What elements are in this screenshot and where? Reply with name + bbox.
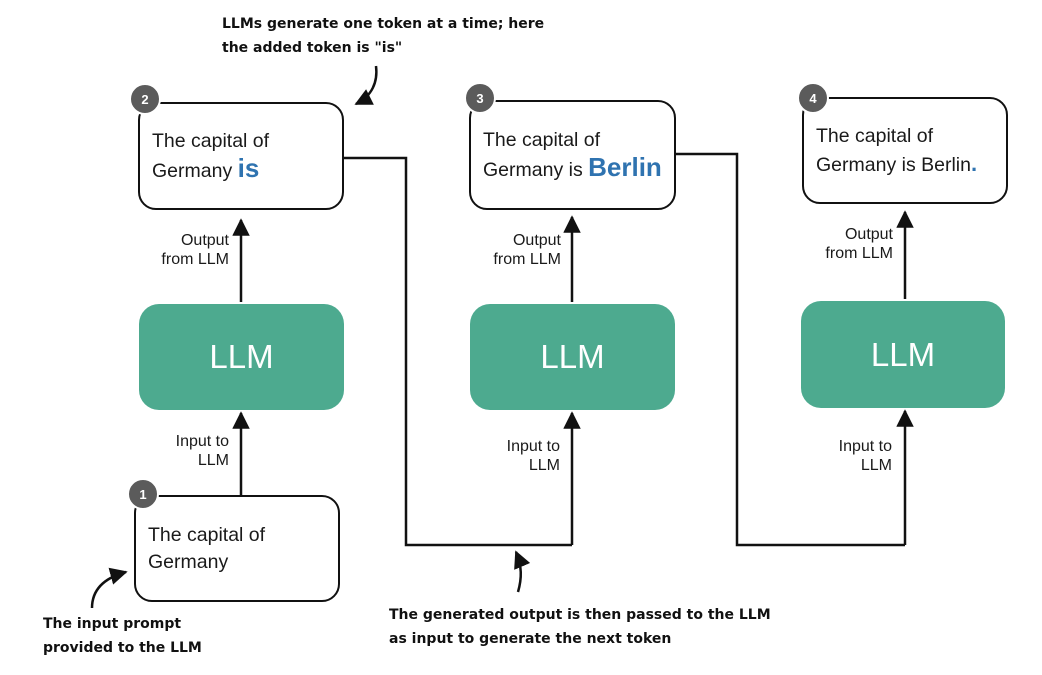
note-bottom-middle-line-2: as input to generate the next token	[389, 631, 672, 647]
feedback-line-3-to-4	[675, 152, 905, 547]
input-label-line-1: Input to	[838, 438, 892, 455]
text-box-step-4: The capital of Germany is Berlin.	[802, 97, 1008, 204]
output-label-2: Output from LLM	[466, 231, 561, 269]
text-line-2: Germany is Berlin	[483, 151, 662, 184]
input-label-line-2: LLM	[860, 457, 892, 474]
text-line-2: Germany is	[152, 152, 330, 185]
output-label-1: Output from LLM	[134, 231, 229, 269]
text-box-prompt: The capital of Germany	[134, 495, 340, 602]
output-label-line-1: Output	[844, 226, 893, 243]
input-label-line-1: Input to	[506, 438, 560, 455]
note-bottom-middle-line-1: The generated output is then passed to t…	[389, 607, 771, 623]
added-token: .	[970, 150, 978, 176]
text-box-step-3: The capital of Germany is Berlin	[469, 100, 676, 210]
note-bottom-middle: The generated output is then passed to t…	[389, 603, 771, 651]
text-line-1: The capital of	[816, 124, 934, 147]
llm-block-1: LLM	[139, 304, 344, 410]
text-line-1: The capital of	[152, 129, 270, 152]
note-top-line-2: the added token is "is"	[222, 40, 403, 56]
llm-block-3: LLM	[801, 301, 1005, 408]
output-label-line-2: from LLM	[493, 251, 561, 268]
added-token: is	[237, 152, 260, 183]
text-line-1: The capital of	[148, 523, 266, 546]
output-label-line-1: Output	[512, 232, 561, 249]
output-label-line-2: from LLM	[825, 245, 893, 262]
feedback-line-2-to-3	[343, 156, 572, 547]
text-line-1: The capital of	[483, 128, 601, 151]
input-label-3: Input to LLM	[802, 437, 892, 475]
output-label-3: Output from LLM	[798, 225, 893, 263]
note-bottom-left-line-1: The input prompt	[43, 616, 182, 632]
input-label-2: Input to LLM	[470, 437, 560, 475]
input-label-1: Input to LLM	[139, 432, 229, 470]
curved-arrow-top-note	[354, 65, 378, 106]
output-label-line-2: from LLM	[161, 251, 229, 268]
note-top: LLMs generate one token at a time; here …	[222, 12, 544, 60]
note-top-line-1: LLMs generate one token at a time; here	[222, 16, 545, 32]
text-box-step-2: The capital of Germany is	[138, 102, 344, 210]
note-bottom-left: The input prompt provided to the LLM	[43, 612, 202, 660]
curved-arrow-left-note	[90, 567, 128, 609]
input-label-line-2: LLM	[528, 457, 560, 474]
curved-arrow-bottom-note	[514, 550, 531, 593]
step-badge-1: 1	[127, 478, 159, 510]
text-prefix: Germany is	[483, 158, 589, 181]
text-prefix: Germany	[152, 159, 238, 182]
text-prefix: Germany is Berlin	[816, 153, 971, 176]
input-label-line-2: LLM	[197, 452, 229, 469]
note-bottom-left-line-2: provided to the LLM	[43, 640, 202, 656]
step-badge-2: 2	[129, 83, 161, 115]
llm-block-2: LLM	[470, 304, 675, 410]
input-label-line-1: Input to	[175, 433, 229, 450]
text-line-2: Germany	[148, 550, 229, 573]
step-badge-3: 3	[464, 82, 496, 114]
added-token: Berlin	[588, 151, 662, 182]
output-label-line-1: Output	[180, 232, 229, 249]
step-badge-4: 4	[797, 82, 829, 114]
text-line-2: Germany is Berlin.	[816, 150, 994, 179]
